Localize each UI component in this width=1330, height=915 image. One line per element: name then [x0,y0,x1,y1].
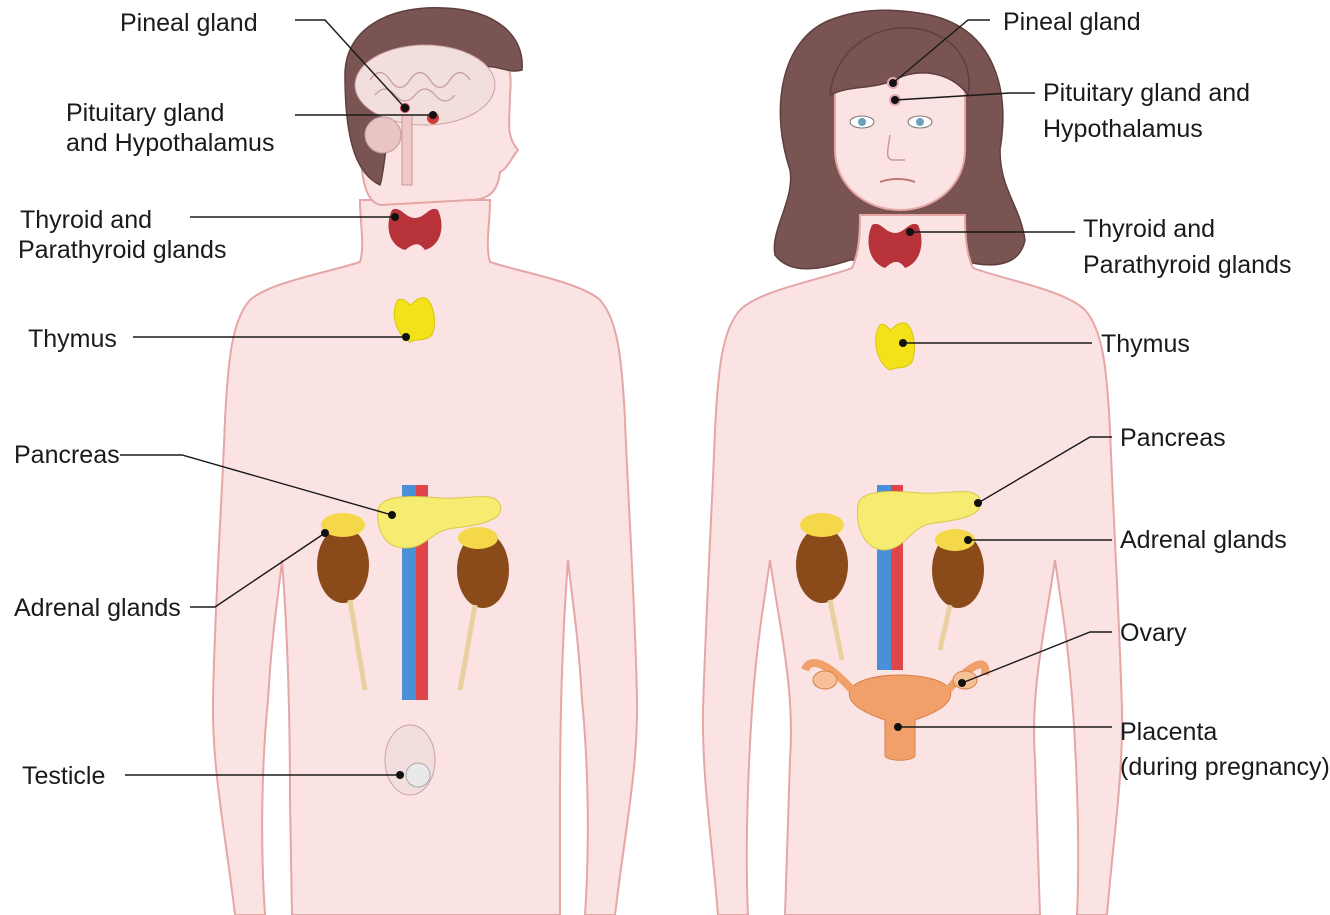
male-label-pituitary-line1: Pituitary gland [66,99,224,127]
male-testicle [406,763,430,787]
male-brainstem [402,115,412,185]
female-label-thyroid-line2: Parathyroid glands [1083,251,1291,279]
female-figure: Pineal gland Pituitary gland and Hypotha… [703,8,1330,915]
male-adrenal-right [458,527,498,549]
female-adrenal-left [800,513,844,537]
male-brain [355,45,495,125]
female-ovary-left [813,671,837,689]
female-label-ovary: Ovary [1120,619,1187,647]
female-label-pancreas: Pancreas [1120,424,1226,452]
female-body-silhouette [703,215,1122,915]
male-cerebellum [365,117,401,153]
female-kidney-left [796,527,848,603]
male-label-pancreas: Pancreas [14,441,120,469]
male-label-testicle: Testicle [22,762,105,790]
female-label-adrenal: Adrenal glands [1120,526,1287,554]
male-figure: Pineal gland Pituitary gland and Hypotha… [14,8,637,915]
male-label-pineal: Pineal gland [120,9,258,37]
female-label-placenta-line1: Placenta [1120,718,1217,746]
female-label-pituitary-line2: Hypothalamus [1043,115,1203,143]
female-label-placenta-line2: (during pregnancy) [1120,753,1330,781]
male-label-thyroid-line2: Parathyroid glands [18,236,226,264]
female-label-pituitary-line1: Pituitary gland and [1043,79,1250,107]
male-label-thymus: Thymus [28,325,117,353]
male-label-adrenal: Adrenal glands [14,594,181,622]
female-label-thymus: Thymus [1101,330,1190,358]
female-label-thyroid-line1: Thyroid and [1083,215,1215,243]
male-label-pituitary-line2: and Hypothalamus [66,129,274,157]
male-kidney-left [317,527,369,603]
male-label-thyroid-line1: Thyroid and [20,206,152,234]
female-thymus [876,323,915,370]
female-label-pineal: Pineal gland [1003,8,1141,36]
female-ovary-right [953,671,977,689]
